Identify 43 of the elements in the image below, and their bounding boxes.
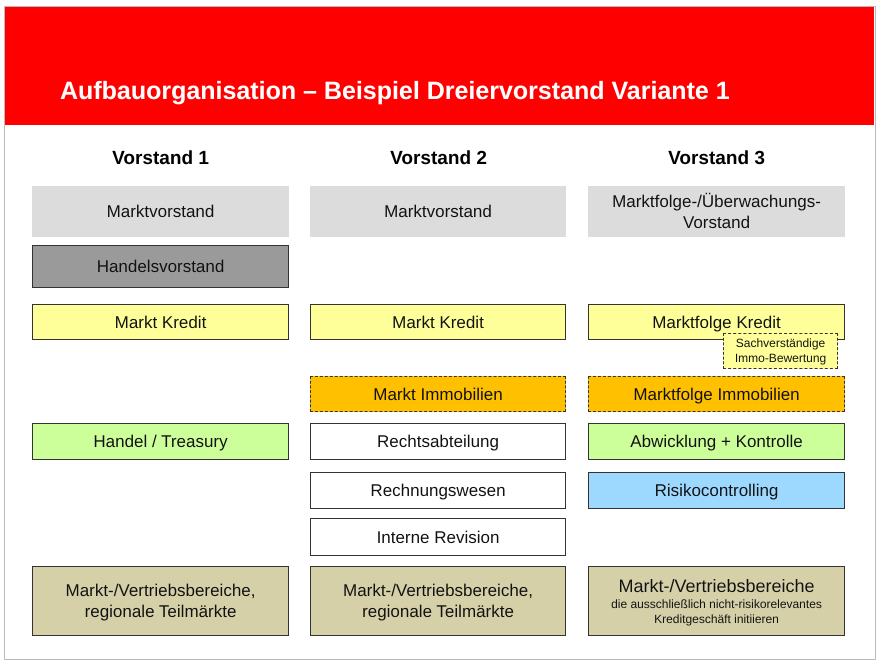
unit-note: die ausschließlich nicht-risikorelevantes Kreditgeschäft initiieren — [610, 596, 823, 626]
column-heading: Vorstand 2 — [389, 148, 488, 170]
unit-label: Markt Kredit — [391, 312, 485, 332]
column-heading: Vorstand 3 — [667, 148, 766, 170]
unit-label: Marktfolge-/Überwachungs-Vorstand — [611, 190, 822, 232]
unit-label: Marktfolge Kredit — [651, 312, 782, 332]
unit-box — [310, 472, 566, 509]
unit-label: Marktfolge Immobilien — [632, 384, 801, 404]
unit-box — [588, 376, 845, 412]
unit-label: Marktvorstand — [106, 201, 216, 222]
board-box — [32, 186, 289, 237]
board-box — [32, 245, 289, 288]
unit-label: Markt Immobilien — [372, 384, 504, 404]
unit-box — [588, 566, 845, 636]
unit-label: Risikocontrolling — [654, 480, 780, 501]
unit-label: Handelsvorstand — [96, 256, 226, 277]
board-box — [310, 186, 566, 237]
unit-label: Rechnungswesen — [369, 480, 507, 501]
unit-label: Interne Revision — [376, 526, 500, 548]
unit-label: Sachverständige Immo-Bewertung — [734, 336, 828, 366]
unit-box — [310, 518, 566, 556]
unit-box — [32, 304, 289, 340]
unit-label: Markt-/Vertriebsbereiche, regionale Teilmärkte — [342, 580, 534, 622]
unit-box — [588, 423, 845, 460]
unit-box — [310, 566, 566, 636]
unit-label: Markt-/Vertriebsbereiche — [617, 576, 816, 596]
unit-label: Markt Kredit — [114, 312, 208, 332]
unit-label: Abwicklung + Kontrolle — [629, 431, 804, 452]
unit-label: Handel / Treasury — [92, 431, 229, 452]
unit-box — [310, 304, 566, 340]
unit-box — [310, 376, 566, 412]
unit-box — [723, 333, 838, 369]
board-box — [588, 186, 845, 237]
unit-label: Rechtsabteilung — [376, 431, 500, 452]
unit-box — [310, 423, 566, 460]
unit-label: Marktvorstand — [383, 201, 493, 222]
page-title: Aufbauorganisation – Beispiel Dreiervorstand Variante 1 — [60, 77, 730, 106]
unit-box — [32, 566, 289, 636]
unit-box — [32, 423, 289, 460]
unit-label: Markt-/Vertriebsbereiche, regionale Teilmärkte — [64, 580, 256, 622]
column-heading: Vorstand 1 — [111, 148, 210, 170]
unit-box — [588, 472, 845, 509]
unit-box — [588, 304, 845, 340]
